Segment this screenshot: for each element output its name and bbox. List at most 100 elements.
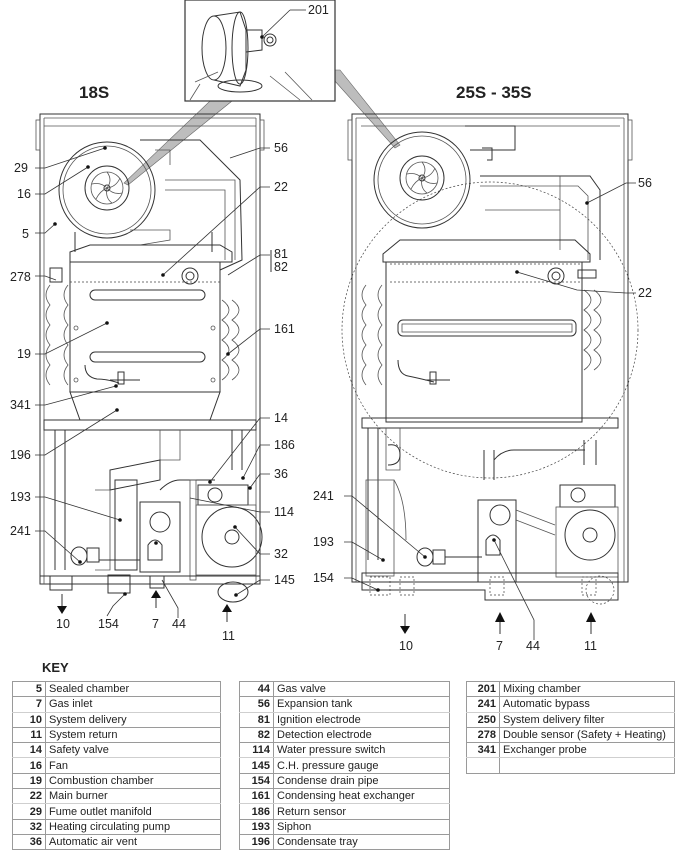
key-label: Combustion chamber bbox=[45, 772, 221, 790]
callout-7-25s: 7 bbox=[496, 639, 503, 653]
key-number: 36 bbox=[12, 833, 46, 851]
callout-161: 161 bbox=[274, 322, 295, 336]
key-number: 22 bbox=[12, 788, 46, 805]
callout-154: 154 bbox=[98, 617, 119, 631]
callout-11-25s: 11 bbox=[584, 639, 597, 653]
fan-housing-25s bbox=[373, 131, 471, 229]
arrow-system-return-25s bbox=[586, 612, 596, 634]
key-number: 10 bbox=[12, 711, 46, 728]
key-label: Return sensor bbox=[273, 803, 450, 820]
callout-196: 196 bbox=[10, 448, 31, 462]
key-label: Condense drain pipe bbox=[273, 772, 450, 790]
view-18s: 18S bbox=[10, 83, 295, 643]
callout-22: 22 bbox=[274, 180, 288, 194]
callout-22-25s: 22 bbox=[638, 286, 652, 300]
boiler-diagram: 201 18S bbox=[10, 0, 652, 653]
key-number: 186 bbox=[239, 803, 274, 820]
key-label: Main burner bbox=[45, 788, 221, 805]
key-label: Fume outlet manifold bbox=[45, 803, 221, 820]
pressure-gauge-18s bbox=[217, 581, 249, 603]
casing-18s bbox=[39, 113, 261, 585]
key-label: Condensate tray bbox=[273, 833, 450, 851]
arrow-gas-inlet-25s bbox=[495, 612, 505, 634]
key-number: 250 bbox=[466, 711, 500, 728]
callout-10: 10 bbox=[56, 617, 70, 631]
combustion-chamber-25s bbox=[385, 261, 583, 423]
key-label: Safety valve bbox=[45, 742, 221, 759]
key-number: 201 bbox=[466, 680, 500, 698]
key-number: 341 bbox=[466, 742, 500, 759]
key-label: Ignition electrode bbox=[273, 711, 450, 728]
inset-detail: 201 bbox=[123, 0, 401, 186]
fan-25s bbox=[399, 155, 445, 201]
callout-56-25s: 56 bbox=[638, 176, 652, 190]
siphon-18s bbox=[114, 479, 138, 571]
key-number bbox=[466, 757, 500, 774]
key-label: C.H. pressure gauge bbox=[273, 757, 450, 774]
key-number: 14 bbox=[12, 742, 46, 759]
key-label: Water pressure switch bbox=[273, 742, 450, 759]
callout-44-25s: 44 bbox=[526, 639, 540, 653]
key-label: Double sensor (Safety + Heating) bbox=[499, 726, 675, 744]
combustion-chamber-18s bbox=[69, 261, 221, 393]
key-number: 278 bbox=[466, 726, 500, 744]
key-label: System delivery bbox=[45, 711, 221, 728]
siphon-25s bbox=[365, 479, 395, 577]
fan-18s bbox=[84, 165, 130, 211]
callout-241: 241 bbox=[10, 524, 31, 538]
arrow-system-delivery-18s bbox=[57, 594, 67, 614]
callout-193: 193 bbox=[10, 490, 31, 504]
arrow-system-return-18s bbox=[222, 604, 232, 622]
key-title: KEY bbox=[42, 660, 69, 675]
callout-154-25s: 154 bbox=[313, 571, 334, 585]
callout-241-25s: 241 bbox=[313, 489, 334, 503]
callout-5: 5 bbox=[22, 227, 29, 241]
view-25s-35s: 25S - 35S bbox=[313, 83, 652, 653]
key-label: System delivery filter bbox=[499, 711, 675, 728]
callout-29: 29 bbox=[14, 161, 28, 175]
callout-14: 14 bbox=[274, 411, 288, 425]
gas-valve-18s bbox=[139, 501, 181, 573]
key-number: 241 bbox=[466, 696, 500, 713]
callout-32: 32 bbox=[274, 547, 288, 561]
callout-341: 341 bbox=[10, 398, 31, 412]
key-number: 196 bbox=[239, 833, 274, 851]
callout-114: 114 bbox=[274, 505, 294, 519]
pump-18s bbox=[201, 506, 263, 568]
key-label: Exchanger probe bbox=[499, 742, 675, 759]
key-number: 145 bbox=[239, 757, 274, 774]
key-number: 11 bbox=[12, 726, 46, 744]
callout-201: 201 bbox=[308, 3, 329, 17]
key-number: 154 bbox=[239, 772, 274, 790]
key-label: Fan bbox=[45, 757, 221, 774]
arrow-gas-inlet-18s bbox=[151, 590, 161, 608]
gas-valve-25s bbox=[477, 499, 517, 583]
key-number: 19 bbox=[12, 772, 46, 790]
key-label: Condensing heat exchanger bbox=[273, 788, 450, 805]
key-label: Detection electrode bbox=[273, 726, 450, 744]
key-number: 82 bbox=[239, 726, 274, 744]
key-row bbox=[466, 757, 675, 774]
key-number: 32 bbox=[12, 818, 46, 835]
